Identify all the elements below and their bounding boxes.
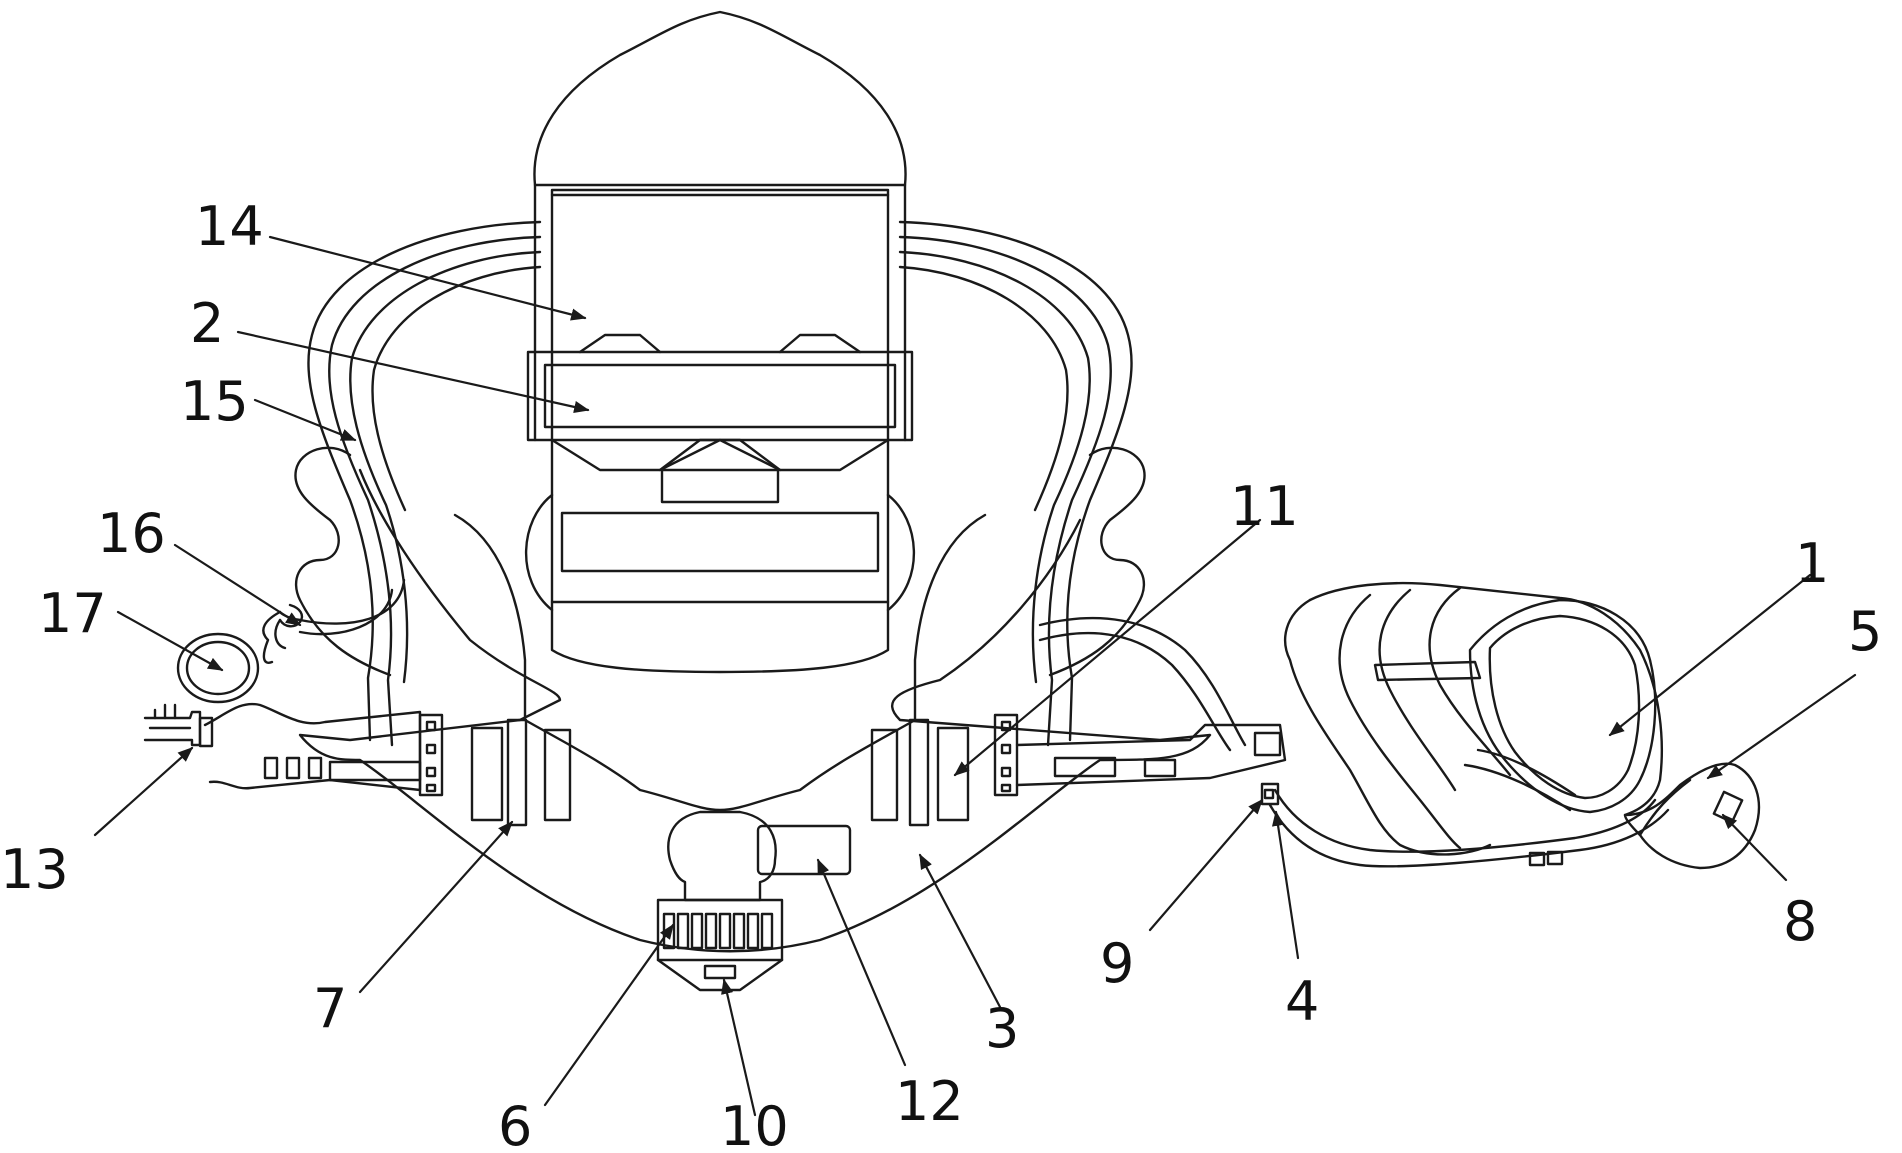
label-12: 12 xyxy=(895,1070,964,1133)
label-3: 3 xyxy=(985,997,1019,1060)
shoulder-straps xyxy=(308,222,1131,745)
air-cylinder xyxy=(526,12,914,672)
reference-numerals: 1 2 3 4 5 6 7 8 9 10 11 12 13 14 15 16 1… xyxy=(0,195,1882,1153)
label-10: 10 xyxy=(720,1095,789,1153)
face-mask xyxy=(1285,583,1759,868)
label-16: 16 xyxy=(97,502,166,565)
gauge-hose xyxy=(178,580,404,702)
leader-lines xyxy=(95,237,1855,1115)
label-11: 11 xyxy=(1230,475,1299,538)
mask-sensor xyxy=(1714,792,1742,822)
label-15: 15 xyxy=(180,370,249,433)
label-17: 17 xyxy=(38,582,107,645)
label-8: 8 xyxy=(1783,890,1817,953)
label-6: 6 xyxy=(498,1095,532,1153)
label-5: 5 xyxy=(1848,600,1882,663)
label-4: 4 xyxy=(1285,970,1319,1033)
side-flaps xyxy=(295,448,1144,675)
label-9: 9 xyxy=(1100,932,1134,995)
valve-ribs xyxy=(664,914,772,948)
backplate xyxy=(300,470,1210,951)
label-2: 2 xyxy=(190,292,224,355)
label-7: 7 xyxy=(313,977,347,1040)
belt-buckle xyxy=(145,705,212,746)
label-13: 13 xyxy=(0,838,69,901)
label-1: 1 xyxy=(1795,532,1829,595)
label-14: 14 xyxy=(195,195,264,258)
cylinder-valve xyxy=(658,812,850,990)
